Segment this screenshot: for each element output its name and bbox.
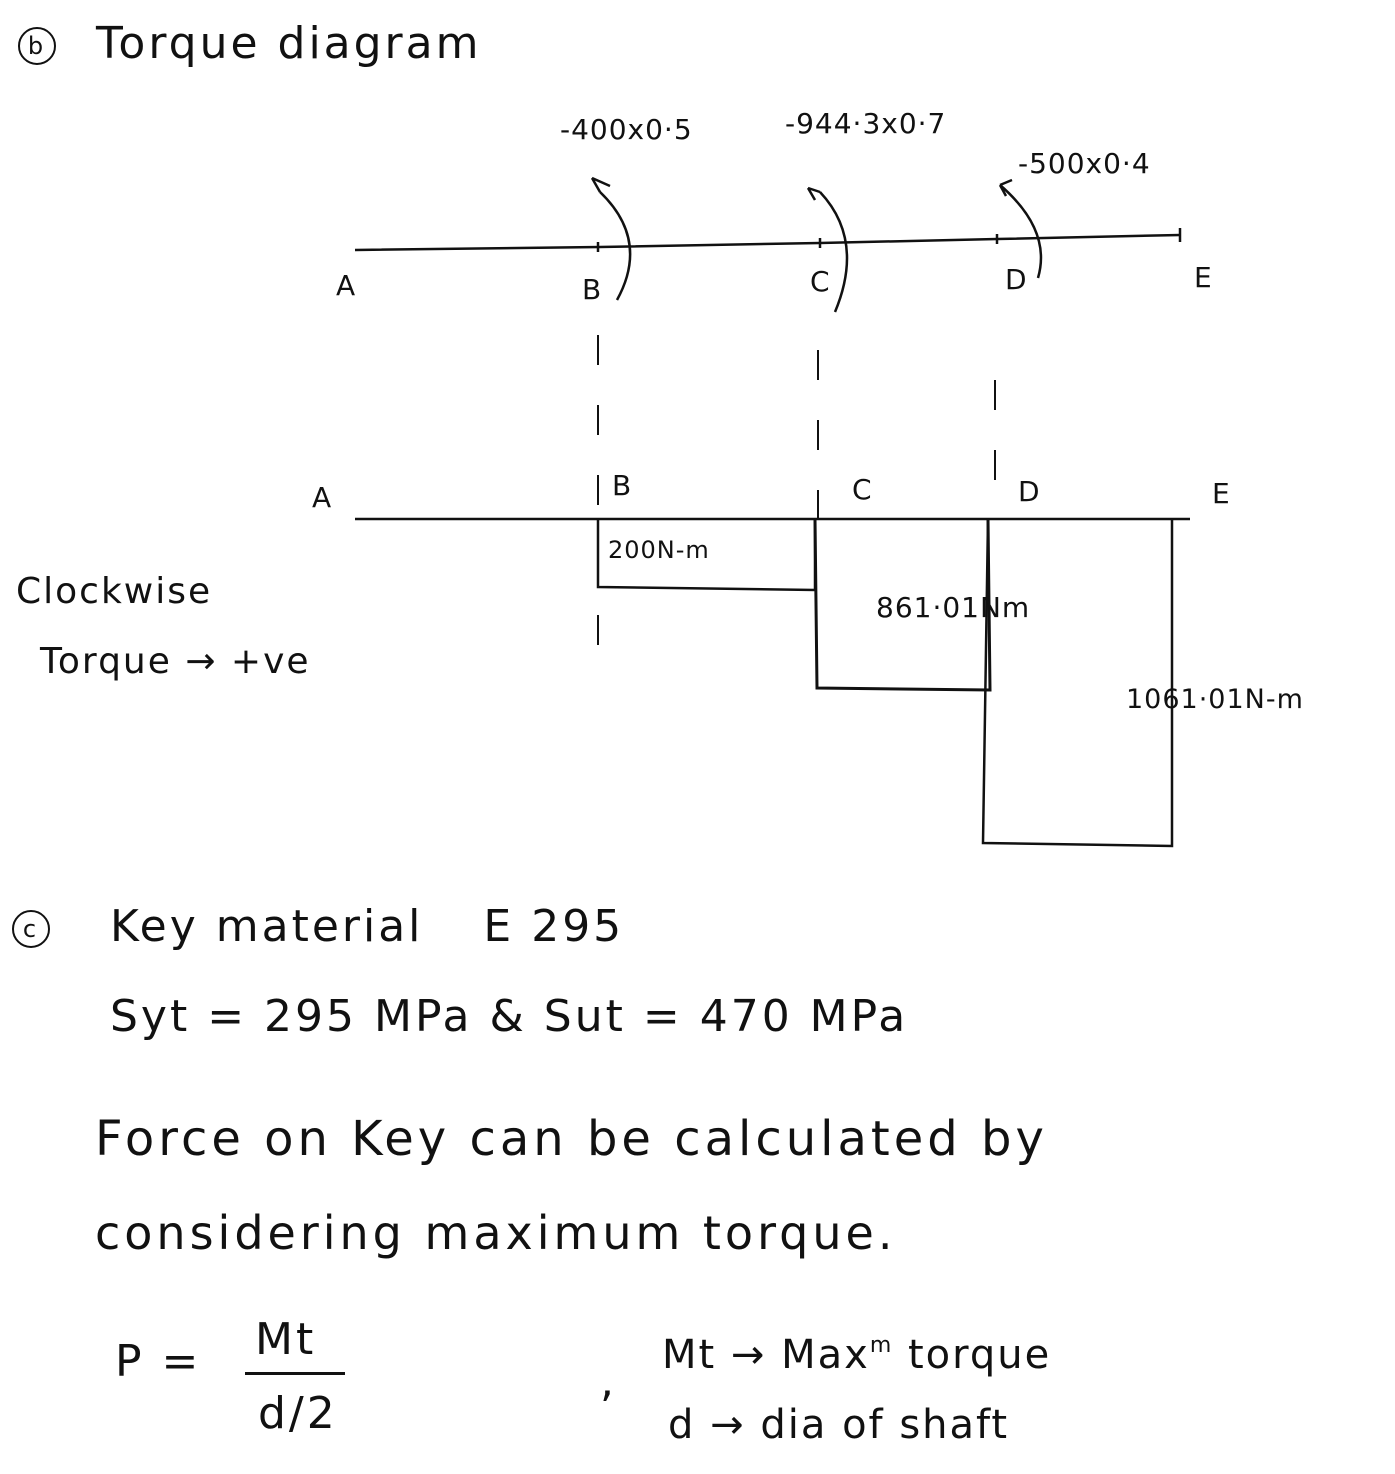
definition-mt-symbol: Mt → Max <box>662 1332 870 1378</box>
torque-block-de <box>981 518 1174 848</box>
formula-comma: , <box>600 1356 617 1407</box>
shaft-point-d: D <box>1005 263 1028 296</box>
torque-arrow-b <box>590 176 632 301</box>
section-c-marker: c <box>12 910 50 948</box>
definition-mt-superscript: m <box>869 1333 894 1358</box>
section-b-marker: b <box>18 27 56 65</box>
fraction-bar <box>245 1372 345 1375</box>
formula-lhs: P = <box>115 1336 202 1387</box>
torque-value-bc: 200N-m <box>608 536 710 564</box>
shaft-point-a: A <box>336 269 357 302</box>
force-text-line2: considering maximum torque. <box>95 1206 897 1260</box>
section-b-title: Torque diagram <box>96 18 482 69</box>
diagram-point-a: A <box>312 481 333 514</box>
sign-convention-line2: Torque → +ve <box>40 641 311 682</box>
torque-value-cd: 861·01Nm <box>876 591 1031 624</box>
sign-convention-line1: Clockwise <box>16 571 213 612</box>
definition-mt: Mt → Maxm torque <box>662 1332 1052 1378</box>
torque-value-de: 1061·01N-m <box>1126 684 1304 715</box>
definition-mt-rest: torque <box>908 1332 1052 1378</box>
torque-arrow-c <box>806 186 849 313</box>
force-text-line1: Force on Key can be calculated by <box>95 1111 1048 1167</box>
diagram-point-b: B <box>612 469 633 502</box>
formula-numerator: Mt <box>255 1314 317 1365</box>
shaft-line <box>354 233 1181 252</box>
key-material-grade: E 295 <box>483 901 625 952</box>
material-properties: Syt = 295 MPa & Sut = 470 MPa <box>110 991 909 1042</box>
diagram-point-e: E <box>1212 477 1231 510</box>
shaft-point-c: C <box>810 265 831 298</box>
torque-label-d: -500x0·4 <box>1018 147 1151 180</box>
shaft-point-e: E <box>1194 261 1213 294</box>
torque-block-cd <box>813 518 992 692</box>
torque-label-c: -944·3x0·7 <box>785 107 947 140</box>
torque-label-b: -400x0·5 <box>560 113 693 146</box>
formula-denominator: d/2 <box>258 1388 338 1439</box>
diagram-point-c: C <box>852 473 873 506</box>
section-c-title: Key material <box>110 901 424 952</box>
definition-d: d → dia of shaft <box>668 1402 1010 1448</box>
diagram-point-d: D <box>1018 475 1041 508</box>
shaft-point-b: B <box>582 273 603 306</box>
torque-arrow-d <box>998 178 1043 279</box>
